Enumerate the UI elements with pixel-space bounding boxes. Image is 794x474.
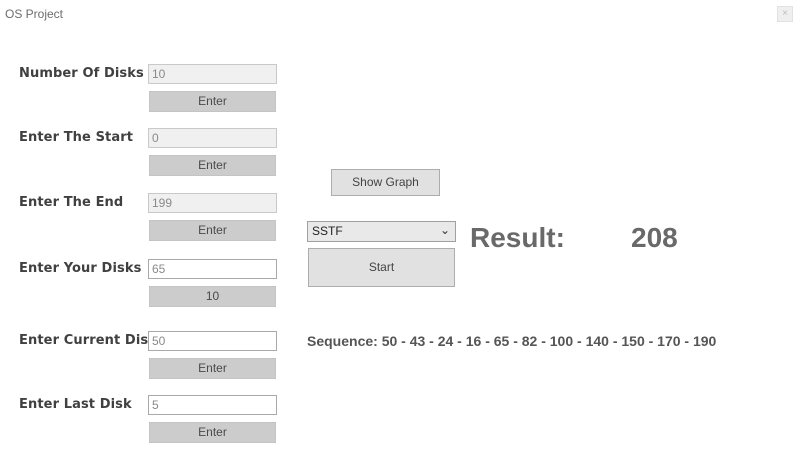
result-value: 208 bbox=[631, 222, 678, 253]
number-of-disks-field[interactable] bbox=[148, 64, 277, 84]
end-enter-button[interactable]: Enter bbox=[149, 220, 276, 241]
start-label: Enter The Start bbox=[19, 130, 134, 145]
current-disk-label: Enter Current Disk bbox=[19, 333, 157, 348]
result-label: Result: bbox=[470, 222, 565, 253]
last-disk-label: Enter Last Disk bbox=[19, 397, 132, 412]
sequence-text: Sequence: 50 - 43 - 24 - 16 - 65 - 82 - … bbox=[307, 333, 717, 349]
end-label: Enter The End bbox=[19, 195, 124, 210]
number-of-disks-enter-button[interactable]: Enter bbox=[149, 91, 276, 112]
your-disks-label: Enter Your Disks bbox=[19, 261, 142, 276]
your-disks-field[interactable] bbox=[148, 259, 277, 279]
number-of-disks-label: Number Of Disks bbox=[19, 66, 144, 81]
algorithm-select[interactable]: SSTF ⌄ bbox=[307, 221, 456, 242]
show-graph-button[interactable]: Show Graph bbox=[331, 169, 440, 196]
close-icon: × bbox=[782, 8, 788, 19]
close-button[interactable]: × bbox=[777, 6, 793, 22]
current-disk-field[interactable] bbox=[148, 331, 277, 351]
window-title: OS Project bbox=[5, 7, 64, 21]
last-disk-enter-button[interactable]: Enter bbox=[149, 422, 276, 443]
end-field[interactable] bbox=[148, 193, 277, 213]
your-disks-enter-button[interactable]: 10 bbox=[149, 286, 276, 307]
start-enter-button[interactable]: Enter bbox=[149, 155, 276, 176]
last-disk-field[interactable] bbox=[148, 395, 277, 415]
current-disk-enter-button[interactable]: Enter bbox=[149, 358, 276, 379]
chevron-down-icon: ⌄ bbox=[439, 223, 450, 237]
start-button[interactable]: Start bbox=[308, 248, 455, 287]
algorithm-selected-value: SSTF bbox=[312, 224, 343, 238]
start-field[interactable] bbox=[148, 128, 277, 148]
